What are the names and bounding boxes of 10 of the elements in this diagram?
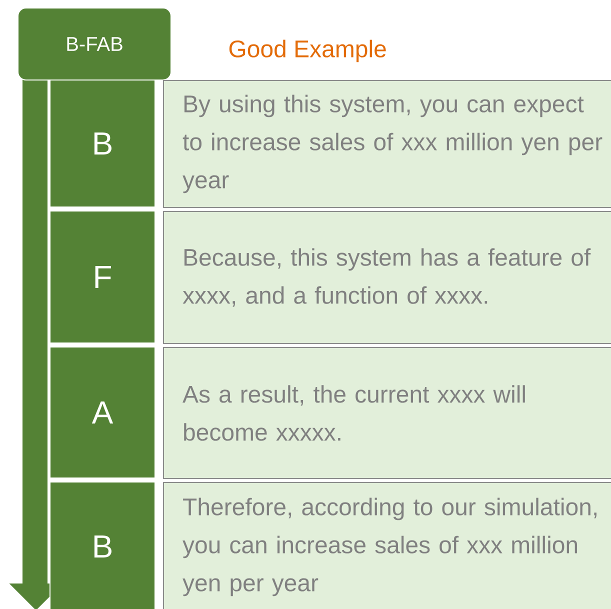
header-box: B-FAB [18,8,172,80]
text-box: As a result, the current xxxx will become xxxxx. [163,347,611,479]
text-box: Because, this system has a feature of xxxx, and a function of xxxx. [163,211,611,344]
text-box: By using this system, you can expect to increase sales of xxx million yen per year [163,80,611,208]
letter-box: F [50,210,156,344]
letter-box: B [50,482,156,609]
text-box: Therefore, according to our simulation, you can increase sales of xxx million yen per year [163,482,611,609]
letter-box: B [50,80,156,208]
heading: Good Example [229,40,386,62]
letter-box: A [50,346,156,478]
